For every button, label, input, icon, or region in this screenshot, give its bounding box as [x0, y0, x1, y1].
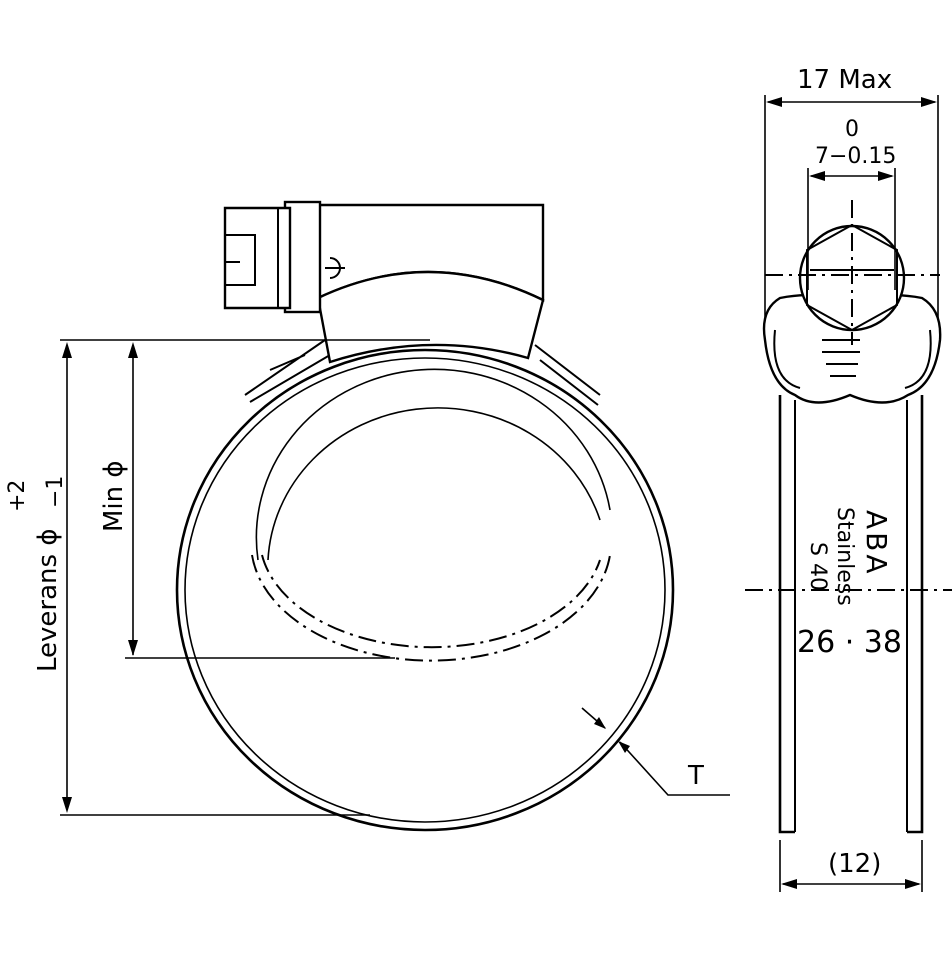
clamp-front-view: T Min ϕ Leverans ϕ +2 −1 — [5, 200, 730, 832]
band-end-left — [244, 339, 331, 403]
band-outer-loop-inner-edge — [184, 357, 666, 823]
clamp-side-view: 17 Max 0 7−0.15 (12) ABA Stainless S 40 … — [745, 65, 952, 892]
band-strip-inner — [794, 400, 908, 832]
hex-size-label: 7−0.15 — [815, 144, 896, 169]
thickness-leader — [581, 707, 730, 796]
housing-saddle — [316, 270, 545, 364]
screw-thread-mark — [325, 257, 345, 279]
band-width-label: (12) — [828, 849, 881, 879]
band-inner-hidden — [261, 554, 601, 649]
marking-line2: S 40 — [805, 542, 830, 591]
delivery-diameter-label: Leverans ϕ — [33, 529, 63, 672]
thickness-arrows — [594, 717, 630, 753]
screw-head — [223, 206, 292, 310]
band-inner-hidden-b — [251, 554, 611, 662]
band-inner-loop — [267, 407, 601, 561]
marking-line1: Stainless — [832, 507, 857, 606]
band-outer-loop — [175, 348, 675, 832]
side-slots — [822, 339, 860, 377]
band-strip — [778, 395, 924, 834]
band-inner-loop-b — [255, 368, 611, 561]
dim-arrows-12 — [781, 879, 921, 889]
marking-range: 26 · 38 — [797, 625, 902, 660]
tol-plus-label: +2 — [5, 480, 30, 512]
band-end-right — [534, 344, 601, 406]
band-marking: ABA Stainless S 40 26 · 38 — [797, 507, 902, 660]
side-housing-rim — [773, 329, 932, 389]
min-diameter-label: Min ϕ — [99, 460, 129, 532]
width-max-label: 17 Max — [797, 65, 892, 95]
brand-logo-text: ABA — [860, 510, 893, 577]
screw-slot — [225, 208, 279, 308]
thickness-label: T — [687, 761, 704, 791]
hex-tol-upper-label: 0 — [845, 117, 859, 142]
tol-minus-label: −1 — [43, 476, 68, 508]
